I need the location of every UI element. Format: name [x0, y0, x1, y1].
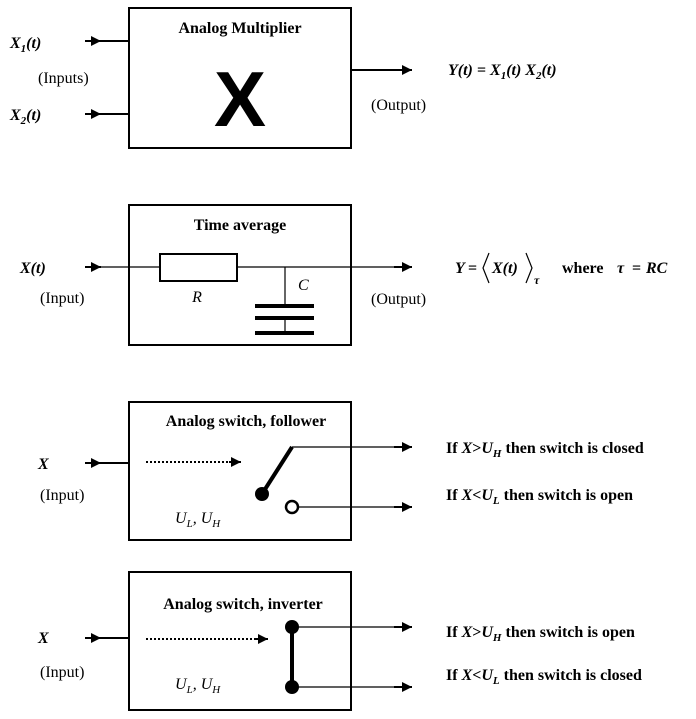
follower-rule-closed: If X>UH then switch is closed	[446, 440, 644, 460]
average-title: Time average	[194, 217, 287, 234]
average-eq-equals-2: =	[632, 260, 641, 277]
resistor-label: R	[191, 289, 202, 306]
multiplier-output-caption: (Output)	[371, 97, 426, 114]
average-block: Time average X(t) (Input) R C (Output) Y…	[19, 204, 668, 346]
average-output-caption: (Output)	[371, 291, 426, 308]
inverter-rule-closed: If X<UL then switch is closed	[446, 667, 642, 687]
inverter-input-caption: (Input)	[40, 664, 84, 681]
multiplier-inputs-caption: (Inputs)	[38, 70, 89, 87]
follower-input-caption: (Input)	[40, 487, 84, 504]
resistor-symbol	[159, 253, 238, 282]
average-eq-tau-sub: τ	[534, 273, 540, 287]
follower-title: Analog switch, follower	[166, 413, 326, 430]
inverter-rule-open: If X>UH then switch is open	[446, 624, 635, 644]
multiplier-block: Analog Multiplier X X1(t) (Inputs) X2(t)…	[9, 7, 557, 149]
follower-switch-blade	[260, 445, 294, 496]
average-input-caption: (Input)	[40, 290, 84, 307]
average-eq-equals: =	[468, 260, 477, 277]
inverter-input-label: X	[37, 630, 49, 647]
left-angle-bracket-icon	[482, 252, 490, 284]
multiplier-input-1-label: X1(t)	[9, 35, 41, 55]
capacitor-label: C	[298, 277, 309, 294]
multiplier-box	[128, 7, 352, 149]
average-input-label: X(t)	[19, 260, 46, 277]
follower-block: Analog switch, follower X (Input) UL, UH…	[37, 401, 644, 541]
inverter-thresholds: UL, UH	[175, 676, 221, 696]
follower-thresholds: UL, UH	[175, 510, 221, 530]
inverter-box	[128, 571, 352, 711]
right-angle-bracket-icon	[525, 252, 533, 284]
follower-input-label: X	[37, 456, 49, 473]
average-eq-tau: τ	[617, 260, 625, 277]
average-eq-y: Y	[455, 260, 466, 277]
follower-rule-open: If X<UL then switch is open	[446, 487, 633, 507]
inverter-block: Analog switch, inverter X (Input) UL, UH…	[37, 571, 642, 711]
average-eq-inner: X(t)	[491, 260, 518, 277]
follower-switch-open-contact	[284, 499, 300, 515]
multiplier-symbol: X	[214, 55, 266, 143]
multiplier-title: Analog Multiplier	[178, 20, 301, 37]
follower-switch-pivot	[255, 487, 269, 501]
inverter-title: Analog switch, inverter	[163, 596, 323, 613]
multiplier-equation: Y(t) = X1(t) X2(t)	[448, 62, 557, 82]
multiplier-input-2-label: X2(t)	[9, 107, 41, 127]
average-box	[128, 204, 352, 346]
average-eq-where: where	[562, 260, 603, 277]
average-eq-rc: RC	[645, 260, 668, 277]
follower-box	[128, 401, 352, 541]
average-equation: Y = X(t) τ where τ = RC	[455, 252, 668, 287]
